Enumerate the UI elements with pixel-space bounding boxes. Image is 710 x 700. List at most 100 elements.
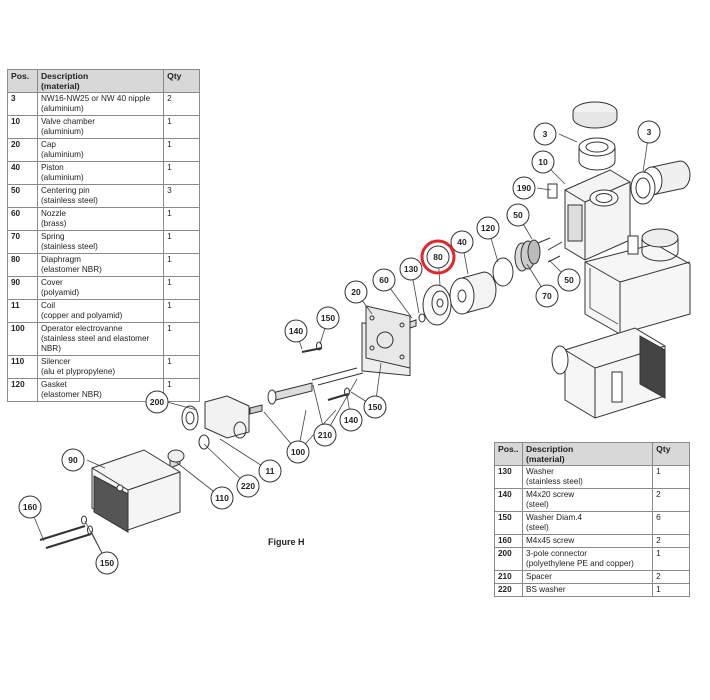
cell-description: Washer(stainless steel) xyxy=(521,465,654,489)
callout-140: 140 xyxy=(339,408,363,432)
callout-label: 70 xyxy=(542,291,552,301)
cell-qty: 1 xyxy=(163,115,200,139)
coil xyxy=(181,395,250,439)
cell-pos: 20 xyxy=(7,138,38,162)
callout-190: 190 xyxy=(512,176,536,200)
screw-140-upper xyxy=(301,347,323,353)
material-text: (polyethylene PE and copper) xyxy=(525,559,634,568)
callout-10: 10 xyxy=(531,150,555,174)
callout-label: 20 xyxy=(351,287,361,297)
description-text: Washer Diam.4 xyxy=(525,513,583,522)
description-text: Piston xyxy=(40,163,64,172)
callout-11: 11 xyxy=(258,459,282,483)
cell-qty: 2 xyxy=(652,488,690,512)
header-pos: Pos. xyxy=(7,69,38,93)
table-header-row: Pos. Description (material) Qty xyxy=(7,69,200,93)
cell-description: Silencer(alu et plypropylene) xyxy=(36,355,165,379)
description-text: Valve chamber xyxy=(40,117,95,126)
cell-pos: 200 xyxy=(494,547,523,571)
cell-pos: 80 xyxy=(7,253,38,277)
header-desc-sub: (material) xyxy=(40,81,80,91)
cell-description: 3-pole connector(polyethylene PE and cop… xyxy=(521,547,654,571)
callout-label: 10 xyxy=(538,157,548,167)
cell-pos: 150 xyxy=(494,511,523,535)
callout-label: 160 xyxy=(23,502,37,512)
callout-label: 150 xyxy=(100,558,114,568)
washer-150-upper xyxy=(316,341,322,351)
material-text: (steel) xyxy=(525,500,549,509)
cell-qty: 1 xyxy=(163,161,200,185)
description-text: Spring xyxy=(40,232,65,241)
callout-150: 150 xyxy=(316,306,340,330)
cell-qty: 1 xyxy=(163,355,200,379)
callout-label: 210 xyxy=(318,430,332,440)
callout-label: 200 xyxy=(150,397,164,407)
description-text: Centering pin xyxy=(40,186,90,195)
cell-qty: 1 xyxy=(163,322,200,356)
cell-description: Piston(aluminium) xyxy=(36,161,165,185)
diaphragm xyxy=(422,284,452,326)
callout-3: 3 xyxy=(637,120,661,144)
screws-160 xyxy=(39,525,92,549)
callout-150: 150 xyxy=(363,395,387,419)
nipple-cap-right xyxy=(630,160,691,205)
cell-qty: 1 xyxy=(163,378,200,402)
cell-pos: 11 xyxy=(7,299,38,323)
callout-120: 120 xyxy=(476,216,500,240)
valve-chamber xyxy=(547,169,631,261)
description-text: NW16-NW25 or NW 40 nipple xyxy=(40,94,151,103)
callout-50: 50 xyxy=(557,268,581,292)
washer-150-b xyxy=(87,525,93,535)
cell-description: Washer Diam.4(steel) xyxy=(521,511,654,535)
silencer xyxy=(167,449,185,469)
nozzle xyxy=(409,319,417,329)
cell-qty: 1 xyxy=(163,138,200,162)
description-text: Diaphragm xyxy=(40,255,81,264)
callout-label: 40 xyxy=(457,237,467,247)
cell-description: Centering pin(stainless steel) xyxy=(36,184,165,208)
cell-pos: 50 xyxy=(7,184,38,208)
assembled-valve-side xyxy=(551,327,666,419)
nipple-cap-top xyxy=(572,101,618,171)
callout-20: 20 xyxy=(344,280,368,304)
cell-description: Gasket(elastomer NBR) xyxy=(36,378,165,402)
cell-description: M4x20 screw(steel) xyxy=(521,488,654,512)
callout-label: 110 xyxy=(215,493,229,503)
operator-electrovanne xyxy=(249,382,313,415)
description-text: 3-pole connector xyxy=(525,549,587,558)
washer-130 xyxy=(418,313,426,323)
header-qty: Qty xyxy=(163,69,200,93)
description-text: M4x20 screw xyxy=(525,490,575,499)
callout-label: 100 xyxy=(291,447,305,457)
assembled-valve xyxy=(584,228,691,335)
cell-qty: 1 xyxy=(652,583,690,597)
cell-pos: 10 xyxy=(7,115,38,139)
piston xyxy=(449,271,497,315)
description-text: Washer xyxy=(525,467,554,476)
cell-qty: 2 xyxy=(163,92,200,116)
callout-100: 100 xyxy=(286,440,310,464)
spacer-210 xyxy=(311,367,364,386)
callout-label: 80 xyxy=(433,252,443,262)
description-text: Coil xyxy=(40,301,56,310)
material-text: (polyamid) xyxy=(40,288,80,297)
material-text: (aluminium) xyxy=(40,127,84,136)
material-text: (stainless steel) xyxy=(40,196,98,205)
callout-label: 120 xyxy=(481,223,495,233)
callout-label: 150 xyxy=(368,402,382,412)
callout-80: 80 xyxy=(420,239,456,275)
callout-label: 140 xyxy=(344,415,358,425)
callout-label: 11 xyxy=(266,466,275,476)
description-text: M4x45 screw xyxy=(525,536,575,545)
